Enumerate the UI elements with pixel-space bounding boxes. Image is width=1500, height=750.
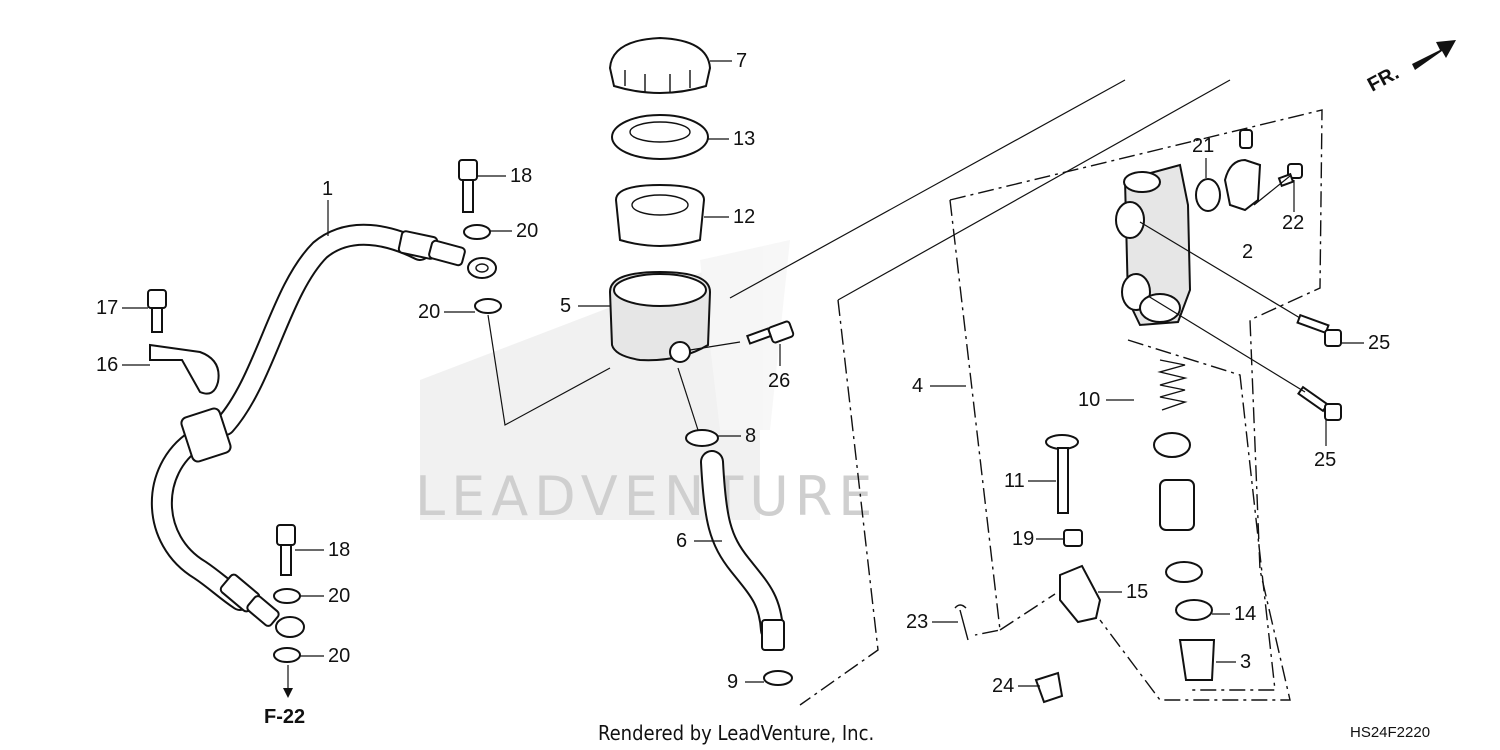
front-direction-arrow-icon: FR. [1364, 40, 1456, 96]
push-rod-11 [1045, 434, 1079, 514]
svg-text:19: 19 [1012, 528, 1034, 550]
joint-2 [1223, 129, 1262, 212]
svg-text:20: 20 [516, 220, 538, 242]
callout-11[interactable]: 11 [1004, 470, 1056, 492]
callout-12[interactable]: 12 [704, 206, 755, 228]
callout-13[interactable]: 13 [708, 128, 755, 150]
callout-23[interactable]: 23 [906, 611, 958, 633]
callout-2[interactable]: 2 [1242, 241, 1253, 263]
callout-21[interactable]: 21 [1192, 135, 1214, 178]
svg-text:20: 20 [328, 645, 350, 667]
callout-5[interactable]: 5 [560, 295, 610, 317]
svg-text:21: 21 [1192, 135, 1214, 157]
svg-text:7: 7 [736, 50, 747, 72]
callout-9[interactable]: 9 [727, 671, 764, 693]
diaphragm-12 [614, 183, 706, 247]
callout-20-c[interactable]: 20 [300, 585, 350, 607]
callout-20-d[interactable]: 20 [300, 645, 350, 667]
reservoir-hose-6 [700, 450, 785, 651]
svg-text:11: 11 [1004, 470, 1025, 492]
svg-text:20: 20 [418, 301, 440, 323]
washer-20-b [474, 298, 502, 314]
washer-20-c [273, 588, 301, 604]
svg-text:12: 12 [733, 206, 755, 228]
washer-20-a [463, 224, 491, 240]
svg-text:9: 9 [727, 671, 738, 693]
master-cylinder-body [1115, 163, 1192, 327]
svg-text:26: 26 [768, 370, 790, 392]
callout-18-lower[interactable]: 18 [295, 539, 350, 561]
clip-9 [763, 670, 793, 686]
callout-22[interactable]: 22 [1282, 180, 1304, 234]
clip-8 [685, 429, 719, 447]
svg-text:10: 10 [1078, 389, 1100, 411]
bolt-25-upper [1296, 313, 1342, 347]
pin-24 [1034, 671, 1064, 704]
svg-text:22: 22 [1282, 212, 1304, 234]
callout-6[interactable]: 6 [676, 530, 722, 552]
svg-text:17: 17 [96, 297, 118, 319]
clamp-16 [149, 343, 220, 395]
svg-text:5: 5 [560, 295, 571, 317]
svg-text:14: 14 [1234, 603, 1256, 625]
bolt-26 [746, 320, 795, 345]
washer-20-d [273, 647, 301, 663]
reservoir-cap-7 [608, 36, 712, 94]
svg-text:3: 3 [1240, 651, 1251, 673]
svg-text:20: 20 [328, 585, 350, 607]
piston-kit-10 [1153, 359, 1216, 681]
reservoir-5 [608, 270, 712, 363]
svg-text:23: 23 [906, 611, 928, 633]
footer-credit: Rendered by LeadVenture, Inc. [598, 721, 874, 745]
callout-25-lower[interactable]: 25 [1314, 420, 1336, 471]
callout-20-b[interactable]: 20 [418, 301, 475, 323]
bolt-17 [147, 289, 167, 333]
callout-18-upper[interactable]: 18 [477, 165, 532, 187]
callout-10[interactable]: 10 [1078, 389, 1134, 411]
o-ring-21 [1195, 178, 1221, 212]
callout-19[interactable]: 19 [1012, 528, 1064, 550]
callout-1[interactable]: 1 [322, 178, 333, 236]
callout-15[interactable]: 15 [1098, 581, 1148, 603]
diagram-code: HS24F2220 [1350, 724, 1430, 741]
screw-22 [1277, 163, 1303, 188]
svg-text:2: 2 [1242, 241, 1253, 263]
callout-3[interactable]: 3 [1216, 651, 1251, 673]
watermark-text: LEADVENTURE [415, 465, 878, 528]
svg-text:1: 1 [322, 178, 333, 200]
callout-20-a[interactable]: 20 [490, 220, 538, 242]
svg-text:13: 13 [733, 128, 755, 150]
callout-17[interactable]: 17 [96, 297, 148, 319]
joint-15 [1059, 564, 1102, 624]
callout-16[interactable]: 16 [96, 354, 150, 376]
svg-text:6: 6 [676, 530, 687, 552]
callout-8[interactable]: 8 [718, 425, 756, 447]
callout-26[interactable]: 26 [768, 344, 790, 392]
callout-4[interactable]: 4 [912, 375, 966, 397]
svg-text:FR.: FR. [1364, 62, 1403, 97]
bolt-18-upper [458, 159, 478, 213]
callout-7[interactable]: 7 [710, 50, 747, 72]
svg-text:18: 18 [328, 539, 350, 561]
brake-hose [150, 223, 497, 638]
svg-text:4: 4 [912, 375, 923, 397]
callout-25-upper[interactable]: 25 [1341, 332, 1390, 354]
svg-text:24: 24 [992, 675, 1014, 697]
callout-24[interactable]: 24 [992, 675, 1040, 697]
svg-text:25: 25 [1314, 449, 1336, 471]
nut-19 [1063, 529, 1083, 547]
svg-text:16: 16 [96, 354, 118, 376]
svg-text:15: 15 [1126, 581, 1148, 603]
callout-14[interactable]: 14 [1212, 603, 1256, 625]
bolt-25-lower [1297, 385, 1342, 421]
reference-f22[interactable]: F-22 [264, 706, 305, 728]
diaphragm-plate-13 [611, 114, 709, 160]
svg-text:25: 25 [1368, 332, 1390, 354]
bolt-18-lower [276, 524, 296, 576]
cotter-pin-23 [954, 604, 969, 641]
svg-text:18: 18 [510, 165, 532, 187]
svg-text:8: 8 [745, 425, 756, 447]
